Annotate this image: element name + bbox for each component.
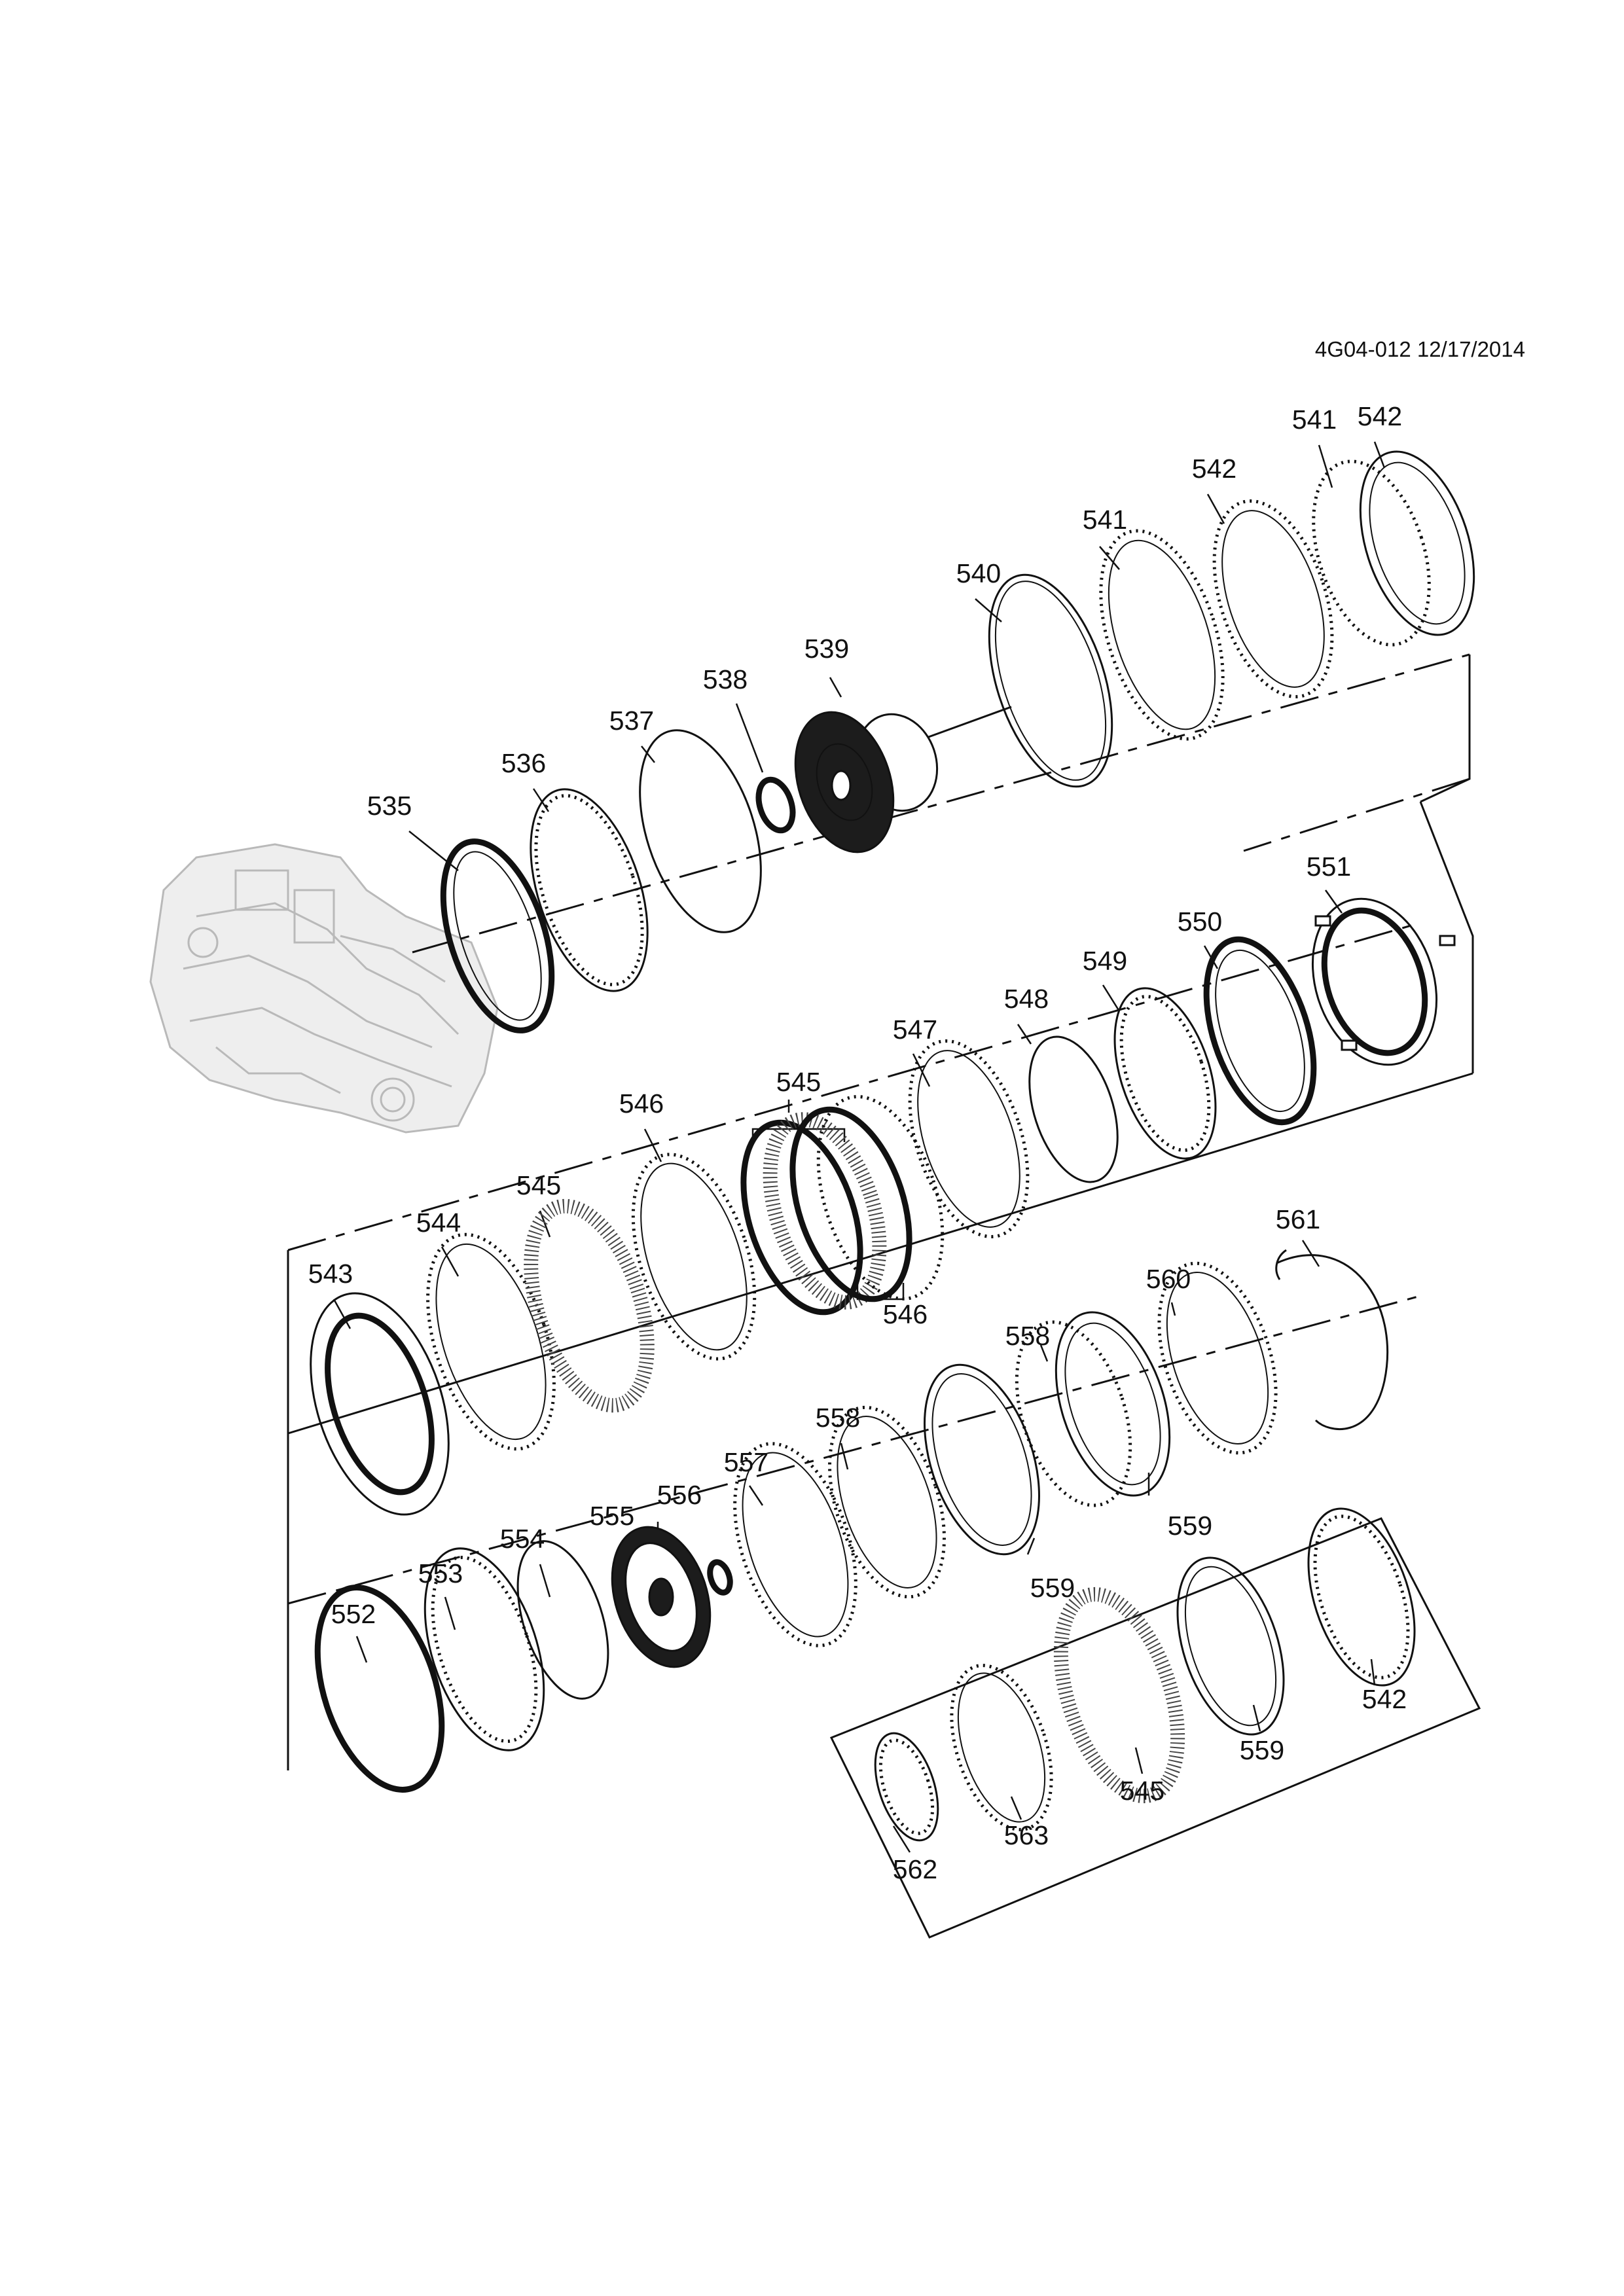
- part-549-spring-assembly: [1113, 987, 1217, 1160]
- leader-lines: [333, 441, 1386, 1853]
- part-541-542-plate-pair: [1312, 450, 1475, 647]
- part-539-clutch-drum: [794, 706, 1012, 853]
- part-536-ring: [530, 788, 649, 992]
- callout-546: 546: [619, 1088, 664, 1119]
- callout-labels: 535 536 537 538 539 540 541 542 541 542 …: [308, 401, 1407, 1884]
- part-540-ring: [988, 573, 1113, 788]
- callout-557: 557: [724, 1447, 768, 1477]
- part-545-546-plate-stack: [740, 1095, 945, 1316]
- callout-556: 556: [657, 1480, 702, 1510]
- part-551-housing: [1311, 897, 1456, 1066]
- callout-562: 562: [893, 1854, 937, 1884]
- part-559-clutch-plate: [924, 1363, 1040, 1556]
- callout-545: 545: [1120, 1776, 1164, 1806]
- part-563-clutch-plate: [950, 1664, 1053, 1831]
- callout-550: 550: [1178, 906, 1222, 937]
- part-545-friction-plate: [524, 1198, 655, 1413]
- callout-542: 542: [1362, 1684, 1407, 1714]
- part-559-kit-plate: [1176, 1556, 1285, 1736]
- part-555-hub: [611, 1526, 712, 1668]
- callout-559: 559: [1168, 1511, 1212, 1541]
- callout-542: 542: [1358, 401, 1402, 431]
- callout-541: 541: [1083, 505, 1127, 535]
- part-561-snap-ring: [1275, 1249, 1388, 1431]
- group-frames: [287, 655, 1481, 1939]
- upper-frame: [1420, 655, 1471, 803]
- transmission-housing-illustration: [149, 843, 499, 1134]
- part-558-559-plate-pair: [1015, 1311, 1171, 1507]
- callout-552: 552: [331, 1599, 376, 1629]
- callout-542: 542: [1192, 454, 1236, 484]
- part-542-clutch-plate: [1212, 499, 1334, 698]
- part-544-clutch-plate: [426, 1232, 556, 1451]
- part-543-piston-housing: [310, 1292, 450, 1516]
- callout-549: 549: [1083, 946, 1127, 976]
- callout-541: 541: [1292, 404, 1337, 435]
- callout-558: 558: [1005, 1321, 1050, 1351]
- callout-559: 559: [1030, 1573, 1075, 1603]
- callout-547: 547: [893, 1014, 937, 1045]
- document-reference: 4G04-012 12/17/2014: [1315, 337, 1525, 361]
- part-556-washer: [707, 1559, 733, 1596]
- part-548-snap-ring: [1028, 1035, 1119, 1183]
- kit-frame: [829, 1517, 1481, 1939]
- part-546-steel-plate: [631, 1153, 757, 1361]
- callout-544: 544: [416, 1208, 461, 1238]
- callout-553: 553: [418, 1558, 463, 1588]
- callout-554: 554: [500, 1524, 545, 1554]
- part-552-seal-ring: [314, 1585, 445, 1793]
- part-558-clutch-plate: [828, 1405, 946, 1599]
- callout-537: 537: [609, 706, 654, 736]
- callout-558: 558: [816, 1403, 860, 1433]
- part-535-ring: [440, 838, 555, 1033]
- part-560-clutch-plate: [1157, 1261, 1278, 1455]
- part-550-seal-ring: [1203, 936, 1317, 1126]
- callout-536: 536: [501, 748, 546, 778]
- callout-543: 543: [308, 1259, 353, 1289]
- callout-539: 539: [804, 634, 849, 664]
- callout-555: 555: [590, 1501, 634, 1531]
- callout-563: 563: [1004, 1820, 1049, 1850]
- part-537-snap-ring: [639, 729, 762, 933]
- callout-535: 535: [367, 791, 412, 821]
- callout-548: 548: [1004, 984, 1049, 1014]
- callout-540: 540: [956, 558, 1001, 588]
- callout-551: 551: [1307, 852, 1351, 882]
- part-554-snap-ring: [516, 1540, 609, 1700]
- part-538-washer: [755, 776, 796, 834]
- callout-561: 561: [1276, 1204, 1320, 1234]
- middle-frame-top-right: [1419, 801, 1474, 1073]
- callout-546: 546: [883, 1299, 928, 1329]
- part-542-kit-plate: [1307, 1507, 1416, 1687]
- part-547-clutch-plate: [908, 1039, 1030, 1238]
- part-545-kit-friction-plate: [1053, 1587, 1185, 1804]
- part-557-clutch-plate: [733, 1442, 857, 1647]
- part-562-spring-ring: [874, 1732, 939, 1842]
- middle-frame: [287, 1072, 1473, 1435]
- callout-545: 545: [776, 1067, 821, 1097]
- callout-559: 559: [1240, 1735, 1284, 1765]
- callout-560: 560: [1146, 1264, 1191, 1294]
- callout-538: 538: [703, 664, 748, 694]
- callout-545: 545: [516, 1170, 561, 1200]
